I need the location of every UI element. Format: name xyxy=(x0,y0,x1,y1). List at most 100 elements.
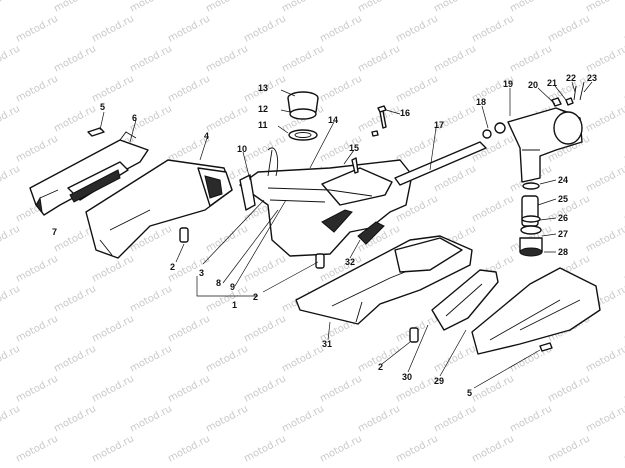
part-left-bracket xyxy=(29,131,149,216)
watermark-text: motod.ru xyxy=(584,223,625,254)
callout-29: 29 xyxy=(434,376,444,386)
watermark-text: motod.ru xyxy=(242,313,288,344)
callout-labels: 5 6 4 7 10 13 12 11 14 15 16 17 18 19 20… xyxy=(52,73,597,398)
watermark-text: motod.ru xyxy=(470,373,516,404)
callout-31: 31 xyxy=(322,339,332,349)
watermark-text: motod.ru xyxy=(166,373,212,404)
watermark-text: motod.ru xyxy=(52,403,98,434)
part-main-body xyxy=(239,147,413,257)
watermark-text: motod.ru xyxy=(0,163,22,194)
watermark-text: motod.ru xyxy=(52,103,98,134)
watermark-text: motod.ru xyxy=(204,0,250,15)
callout-13: 13 xyxy=(258,83,268,93)
part-right-cover xyxy=(471,267,601,355)
watermark-text: motod.ru xyxy=(508,403,554,434)
watermark-text: motod.ru xyxy=(14,13,60,44)
part-left-shroud xyxy=(85,159,233,259)
callout-27: 27 xyxy=(558,229,568,239)
watermark-text: motod.ru xyxy=(14,433,60,464)
watermark-text: motod.ru xyxy=(52,0,98,15)
callout-4: 4 xyxy=(204,131,209,141)
watermark-text: motod.ru xyxy=(356,0,402,15)
callout-20: 20 xyxy=(528,80,538,90)
watermark-text: motod.ru xyxy=(0,283,22,314)
leader-lines xyxy=(99,81,593,389)
watermark-text: motod.ru xyxy=(204,283,250,314)
callout-25: 25 xyxy=(558,194,568,204)
watermark-text: motod.ru xyxy=(432,0,478,15)
watermark-text: motod.ru xyxy=(0,343,22,374)
watermark-text: motod.ru xyxy=(508,43,554,74)
watermark-text: motod.ru xyxy=(356,403,402,434)
watermark-text: motod.ru xyxy=(318,13,364,44)
watermark-text: motod.ru xyxy=(0,43,22,74)
watermark-text: motod.ru xyxy=(128,403,174,434)
watermark-text: motod.ru xyxy=(584,43,625,74)
part-shaft xyxy=(394,122,506,186)
watermark-text: motod.ru xyxy=(470,193,516,224)
callout-3: 3 xyxy=(199,268,204,278)
callout-5a: 5 xyxy=(100,102,105,112)
callout-7: 7 xyxy=(52,227,57,237)
part-bolts xyxy=(87,105,387,174)
watermark-text: motod.ru xyxy=(508,0,554,15)
part-column-stack xyxy=(519,182,543,257)
watermark-text: motod.ru xyxy=(128,283,174,314)
watermark-text: motod.ru xyxy=(52,43,98,74)
watermark-text: motod.ru xyxy=(546,373,592,404)
watermark-text: motod.ru xyxy=(0,103,22,134)
watermark-text: motod.ru xyxy=(204,103,250,134)
callout-24: 24 xyxy=(558,175,568,185)
callout-12: 12 xyxy=(258,104,268,114)
watermark-text: motod.ru xyxy=(318,373,364,404)
watermark-text: motod.ru xyxy=(0,0,22,15)
callout-23: 23 xyxy=(587,73,597,83)
watermark-text: motod.ru xyxy=(470,13,516,44)
watermark-text: motod.ru xyxy=(128,43,174,74)
part-lower-cover xyxy=(295,235,473,325)
watermark-text: motod.ru xyxy=(14,253,60,284)
watermark-text: motod.ru xyxy=(204,403,250,434)
callout-22: 22 xyxy=(566,73,576,83)
watermark-text: motod.ru xyxy=(52,343,98,374)
watermark-text: motod.ru xyxy=(0,403,22,434)
watermark-text: motod.ru xyxy=(280,43,326,74)
watermark-text: motod.ru xyxy=(432,43,478,74)
watermark-text: motod.ru xyxy=(432,403,478,434)
callout-2c: 2 xyxy=(378,362,383,372)
callout-16: 16 xyxy=(400,108,410,118)
watermark-text: motod.ru xyxy=(584,343,625,374)
callout-32: 32 xyxy=(345,257,355,267)
watermark-text: motod.ru xyxy=(166,313,212,344)
watermark-text: motod.ru xyxy=(204,343,250,374)
callout-21: 21 xyxy=(547,78,557,88)
part-right-housing xyxy=(507,81,585,183)
watermark-text: motod.ru xyxy=(356,43,402,74)
callout-15: 15 xyxy=(349,143,359,153)
callout-30: 30 xyxy=(402,372,412,382)
watermark-text: motod.ru xyxy=(166,73,212,104)
callout-9: 9 xyxy=(230,282,235,292)
watermark-text: motod.ru xyxy=(394,13,440,44)
watermark-text: motod.ru xyxy=(0,223,22,254)
watermark-text: motod.ru xyxy=(90,373,136,404)
watermark-text: motod.ru xyxy=(90,433,136,464)
watermark-text: motod.ru xyxy=(90,73,136,104)
watermark-text: motod.ru xyxy=(14,73,60,104)
part-filler-cap xyxy=(287,91,319,141)
callout-11: 11 xyxy=(258,120,268,130)
watermark-text: motod.ru xyxy=(242,373,288,404)
watermark-text: motod.ru xyxy=(318,73,364,104)
watermark-text: motod.ru xyxy=(584,0,625,15)
watermark-text: motod.ru xyxy=(584,103,625,134)
callout-2b: 2 xyxy=(253,292,258,302)
watermark-text: motod.ru xyxy=(470,433,516,464)
watermark-text: motod.ru xyxy=(432,343,478,374)
watermark-text: motod.ru xyxy=(394,433,440,464)
callout-8: 8 xyxy=(216,278,221,288)
watermark-text: motod.ru xyxy=(280,343,326,374)
callout-17: 17 xyxy=(434,120,444,130)
watermark-text: motod.ru xyxy=(318,433,364,464)
